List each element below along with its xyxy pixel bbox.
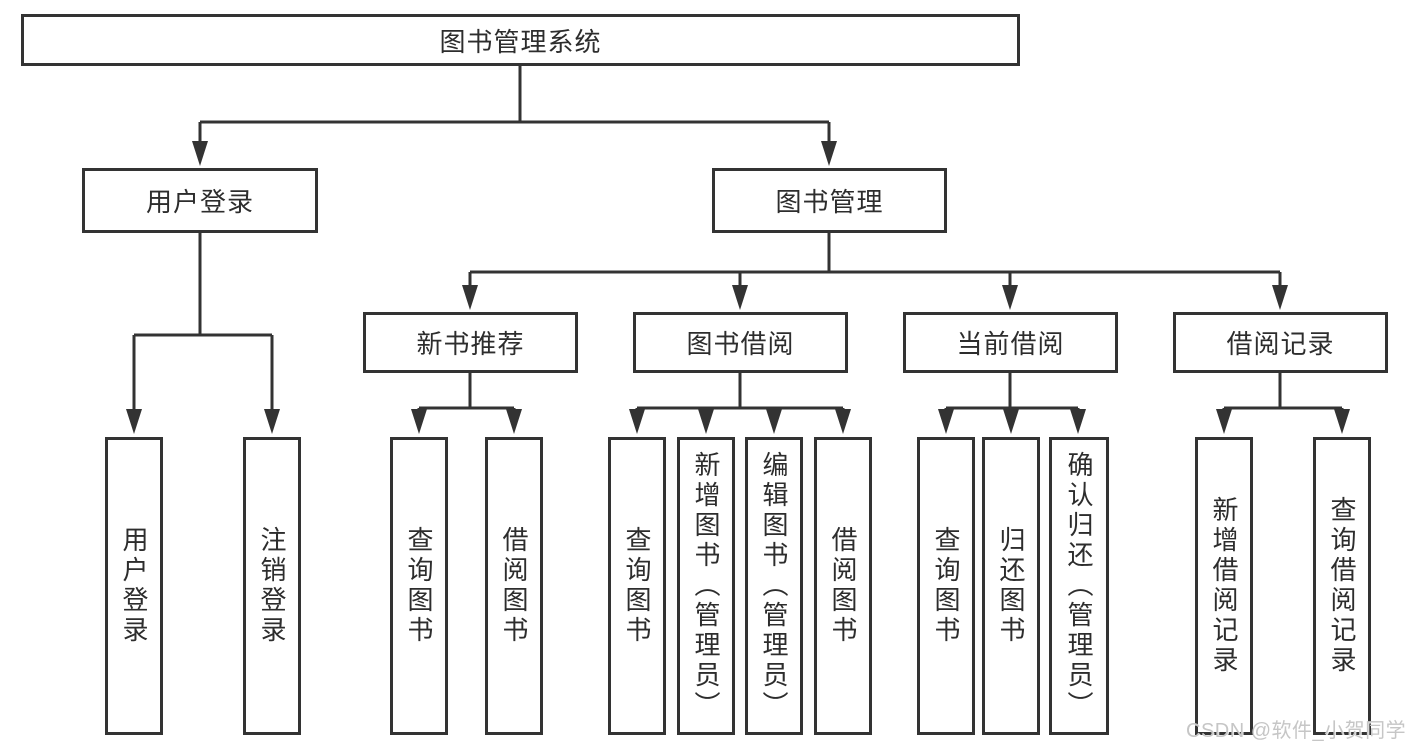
node-label: 图书管理系统 [439,26,602,57]
leaf-user-login: 用户登录 [105,437,163,735]
node-borrowing-records: 借阅记录 [1173,312,1388,373]
leaf-current-query-books: 查询图书 [917,437,975,735]
node-label: 查询图书 [404,526,434,646]
leaf-records-add-record: 新增借阅记录 [1195,437,1253,735]
node-label: 确认归还（管理员） [1064,451,1094,721]
node-label: 归还图书 [996,526,1026,646]
node-label: 借阅图书 [828,526,858,646]
leaf-current-return-books: 归还图书 [982,437,1040,735]
node-book-borrowing: 图书借阅 [633,312,848,373]
node-label: 用户登录 [119,526,149,646]
node-label: 注销登录 [257,526,287,646]
node-label: 编辑图书（管理员） [759,451,789,721]
node-label: 当前借阅 [956,329,1065,359]
leaf-borrow-query-books: 查询图书 [608,437,666,735]
node-label: 用户登录 [145,187,254,217]
node-label: 查询图书 [931,526,961,646]
node-label: 借阅图书 [499,526,529,646]
leaf-borrow-add-books-admin: 新增图书（管理员） [677,437,735,735]
node-label: 查询借阅记录 [1327,496,1357,676]
leaf-logout: 注销登录 [243,437,301,735]
leaf-borrow-edit-books-admin: 编辑图书（管理员） [745,437,803,735]
node-root-system: 图书管理系统 [21,14,1020,66]
leaf-records-query-record: 查询借阅记录 [1313,437,1371,735]
leaf-recommend-borrow-books: 借阅图书 [485,437,543,735]
csdn-watermark: CSDN @软件_小贺同学 [1186,720,1405,742]
leaf-recommend-query-books: 查询图书 [390,437,448,735]
node-label: 图书管理 [775,187,884,217]
node-new-book-recommendation: 新书推荐 [363,312,578,373]
node-user-login: 用户登录 [82,168,318,233]
node-label: 查询图书 [622,526,652,646]
node-label: 借阅记录 [1226,329,1335,359]
leaf-current-confirm-return-admin: 确认归还（管理员） [1049,437,1109,735]
leaf-borrow-borrow-books: 借阅图书 [814,437,872,735]
node-label: 新增借阅记录 [1209,496,1239,676]
node-current-borrowing: 当前借阅 [903,312,1118,373]
node-book-management: 图书管理 [712,168,947,233]
node-label: 图书借阅 [686,329,795,359]
node-label: 新增图书（管理员） [691,451,721,721]
node-label: 新书推荐 [416,329,525,359]
